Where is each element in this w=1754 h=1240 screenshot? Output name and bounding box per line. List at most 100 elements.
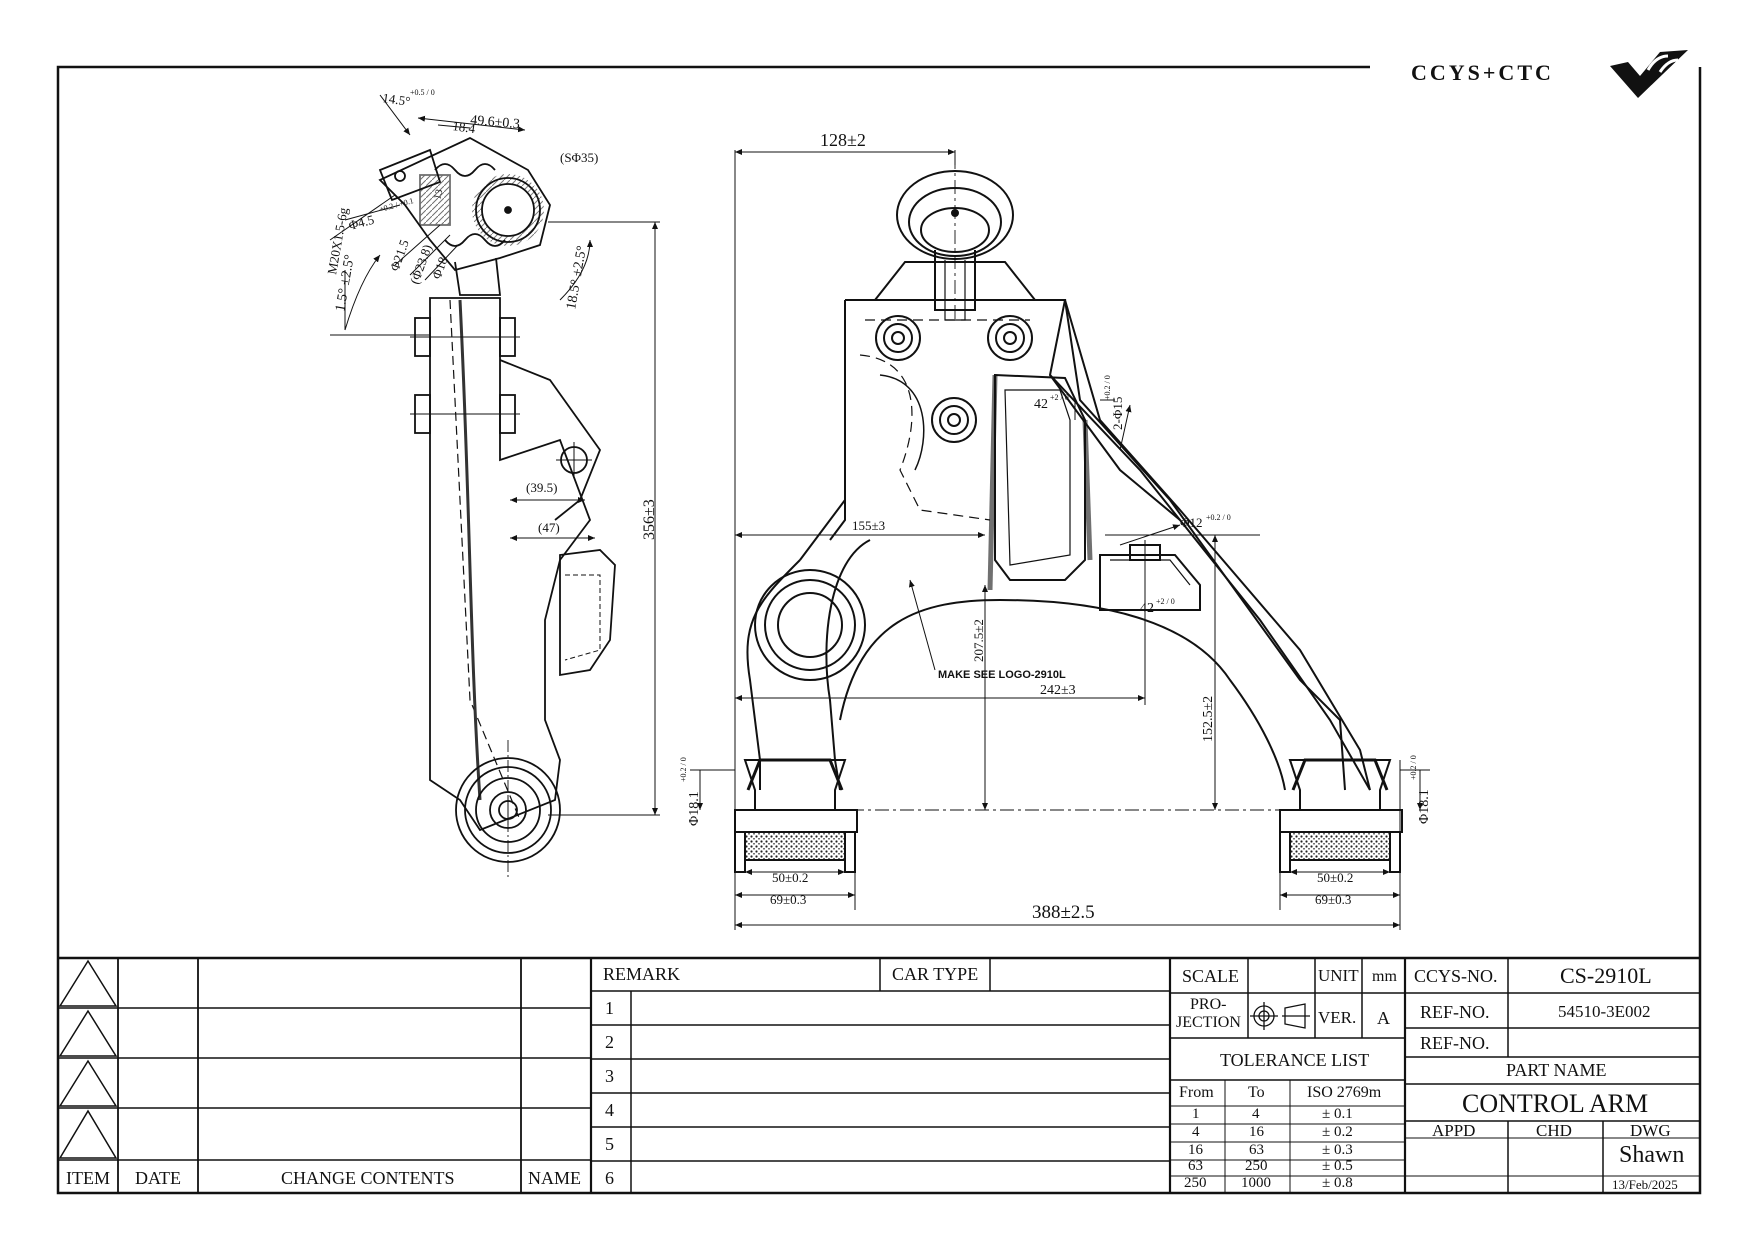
drawn-by-value: Shawn bbox=[1619, 1142, 1685, 1168]
remark-row-number: 2 bbox=[605, 1032, 614, 1052]
front-view-labels: 128±2 155±3 42 +2 / 0 2-Φ15 +0.2 / 0 Φ12… bbox=[679, 130, 1432, 923]
front-right-bushing bbox=[1279, 758, 1403, 873]
side-view-dimensions bbox=[329, 94, 660, 816]
side-arm-body bbox=[429, 297, 592, 832]
dim-42b-tol: +2 / 0 bbox=[1156, 597, 1175, 606]
dim-angle-top: 14.5° bbox=[382, 90, 412, 109]
dim-42a-tol: +2 / 0 bbox=[1050, 393, 1069, 402]
dim-phi12-tol: +0.2 / 0 bbox=[1206, 513, 1231, 522]
tol-to: 4 bbox=[1252, 1106, 1260, 1122]
dim-phi12: Φ12 bbox=[1180, 515, 1203, 530]
dwg-label: DWG bbox=[1630, 1121, 1671, 1140]
dim-18: 18.4 bbox=[452, 118, 477, 136]
front-view-dimensions bbox=[690, 149, 1430, 930]
dim-18b: Φ18 bbox=[429, 255, 451, 281]
dim-phi18-right: Φ18.1 bbox=[1417, 789, 1432, 824]
dim-phi18-tol-left: +0.2 / 0 bbox=[679, 757, 688, 782]
tol-to: 1000 bbox=[1241, 1175, 1271, 1191]
tol-to: 16 bbox=[1249, 1124, 1264, 1140]
part-name-value: CONTROL ARM bbox=[1462, 1089, 1649, 1118]
header-date: DATE bbox=[135, 1168, 181, 1188]
dim-39: (39.5) bbox=[526, 480, 557, 495]
tol-value: ± 0.8 bbox=[1322, 1175, 1353, 1191]
dim-angle-top-tol: +0.5 / 0 bbox=[410, 88, 435, 97]
ver-label: VER. bbox=[1318, 1008, 1357, 1027]
projection-label-1: PRO- bbox=[1190, 996, 1227, 1013]
tol-to: 63 bbox=[1249, 1142, 1264, 1158]
scale-label: SCALE bbox=[1182, 966, 1240, 986]
ball-joint bbox=[378, 136, 551, 296]
col-std: ISO 2769m bbox=[1307, 1084, 1382, 1101]
tol-to: 250 bbox=[1245, 1158, 1268, 1174]
header-name: NAME bbox=[528, 1168, 581, 1188]
header-item: ITEM bbox=[66, 1168, 110, 1188]
dim-21: Φ21.5 bbox=[387, 238, 412, 273]
dim-23: (Φ23.8) bbox=[407, 242, 435, 286]
remark-label: REMARK bbox=[603, 964, 681, 984]
col-to: To bbox=[1248, 1084, 1265, 1101]
dim-69-left: 69±0.3 bbox=[770, 892, 806, 907]
logo-mark-icon bbox=[1610, 50, 1688, 98]
dim-pin: Φ4.5 bbox=[347, 212, 376, 233]
col-from: From bbox=[1179, 1084, 1214, 1101]
remark-row-number: 4 bbox=[605, 1100, 614, 1120]
front-view bbox=[734, 155, 1403, 873]
dim-42b: 42 bbox=[1140, 601, 1154, 616]
tol-from: 250 bbox=[1184, 1175, 1207, 1191]
header-change-contents: CHANGE CONTENTS bbox=[281, 1168, 455, 1188]
projection-label-2: JECTION bbox=[1176, 1014, 1241, 1031]
ver-value: A bbox=[1377, 1008, 1390, 1028]
dim-242: 242±3 bbox=[1040, 683, 1076, 698]
dim-13: 13 bbox=[432, 188, 445, 201]
dim-49: 49.6±0.3 bbox=[470, 113, 521, 132]
revision-triangles bbox=[58, 959, 118, 1159]
front-left-eye bbox=[754, 569, 866, 681]
ccys-no-label: CCYS-NO. bbox=[1414, 966, 1498, 986]
chd-label: CHD bbox=[1536, 1121, 1572, 1140]
unit-value: mm bbox=[1372, 968, 1397, 985]
tol-from: 63 bbox=[1188, 1158, 1203, 1174]
car-type-label: CAR TYPE bbox=[892, 964, 979, 984]
dim-388: 388±2.5 bbox=[1032, 902, 1095, 923]
side-view-labels: 14.5° +0.5 / 0 49.6±0.3 18.4 (SΦ35) M20X… bbox=[324, 88, 658, 540]
dim-128: 128±2 bbox=[820, 130, 866, 150]
logo-text: CCYS+CTC bbox=[1411, 60, 1554, 85]
tol-value: ± 0.2 bbox=[1322, 1124, 1353, 1140]
dim-angle-2: 18.5° ±2.5° bbox=[564, 245, 590, 311]
tol-value: ± 0.1 bbox=[1322, 1106, 1353, 1122]
tol-from: 16 bbox=[1188, 1142, 1203, 1158]
dim-2phi15: 2-Φ15 bbox=[1110, 397, 1125, 430]
ref-no-label-2: REF-NO. bbox=[1420, 1033, 1490, 1053]
dim-phi18-left: Φ18.1 bbox=[687, 791, 702, 826]
front-bushing-block bbox=[987, 373, 1093, 591]
tol-from: 4 bbox=[1192, 1124, 1200, 1140]
tol-value: ± 0.3 bbox=[1322, 1142, 1353, 1158]
ref-no-value-1: 54510-3E002 bbox=[1558, 1002, 1651, 1021]
dim-42a: 42 bbox=[1034, 397, 1048, 412]
ccys-no-value: CS-2910L bbox=[1560, 963, 1652, 988]
dim-155: 155±3 bbox=[852, 518, 885, 533]
dim-50-left: 50±0.2 bbox=[772, 870, 808, 885]
tol-value: ± 0.5 bbox=[1322, 1158, 1353, 1174]
dim-sphere: (SΦ35) bbox=[560, 150, 598, 165]
tolerance-title: TOLERANCE LIST bbox=[1220, 1050, 1370, 1070]
dim-50-right: 50±0.2 bbox=[1317, 870, 1353, 885]
dim-152: 152.5±2 bbox=[1201, 696, 1216, 742]
remark-row-number: 1 bbox=[605, 998, 614, 1018]
unit-label: UNIT bbox=[1318, 966, 1359, 985]
appd-label: APPD bbox=[1432, 1121, 1476, 1140]
drawing-date: 13/Feb/2025 bbox=[1612, 1177, 1678, 1192]
ref-no-label-1: REF-NO. bbox=[1420, 1002, 1490, 1022]
part-name-label: PART NAME bbox=[1506, 1060, 1607, 1080]
logo-note: MAKE SEE LOGO-2910L bbox=[938, 669, 1066, 681]
side-view bbox=[330, 136, 616, 880]
dim-47: (47) bbox=[538, 520, 560, 535]
dim-207: 207.5±2 bbox=[971, 619, 986, 662]
front-left-bushing bbox=[734, 758, 858, 873]
dim-356: 356±3 bbox=[641, 499, 658, 540]
front-studs bbox=[875, 315, 1033, 443]
tol-from: 1 bbox=[1192, 1106, 1200, 1122]
title-block-grid bbox=[58, 956, 1700, 1193]
dim-2phi15-tol: +0.2 / 0 bbox=[1103, 375, 1112, 400]
